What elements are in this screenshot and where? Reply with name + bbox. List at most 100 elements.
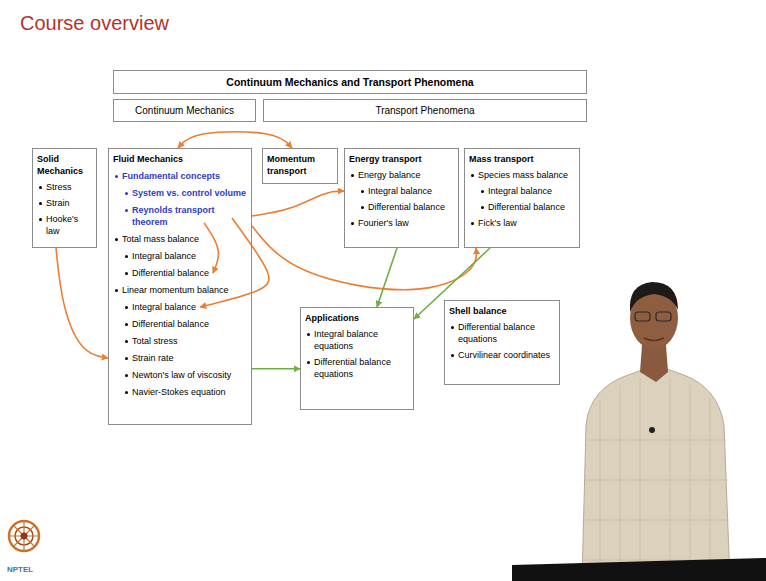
bullet-dot bbox=[125, 340, 128, 343]
box-heading: Solid Mechanics bbox=[37, 153, 92, 177]
list-row: Differential balance equations bbox=[449, 321, 555, 345]
list-item: Fick's law bbox=[478, 217, 517, 229]
bullet-dot bbox=[481, 190, 484, 193]
presenter bbox=[582, 282, 730, 581]
list-row: Differential balance bbox=[469, 201, 575, 213]
bullet-dot bbox=[471, 222, 474, 225]
shirt-check bbox=[584, 378, 730, 581]
list-row: Integral balance bbox=[349, 185, 454, 197]
list-row: Linear momentum balance bbox=[113, 284, 247, 296]
label-holder: NPTEL bbox=[7, 558, 33, 576]
list-row: Curvilinear coordinates bbox=[449, 349, 555, 361]
category-bar: Transport Phenomena bbox=[263, 99, 587, 122]
category-bar: Continuum Mechanics and Transport Phenom… bbox=[113, 70, 587, 94]
list-row: System vs. control volume bbox=[113, 187, 247, 199]
connector-arrow bbox=[178, 132, 292, 148]
list-row: Differential balance bbox=[349, 201, 454, 213]
list-item: Linear momentum balance bbox=[122, 284, 229, 296]
connector-arrow bbox=[252, 191, 344, 216]
topic-box: Energy transportEnergy balanceIntegral b… bbox=[344, 148, 459, 248]
list-row: Integral balance bbox=[113, 301, 247, 313]
bullet-dot bbox=[125, 192, 128, 195]
logo-label: NPTEL bbox=[7, 565, 33, 574]
bullet-dot bbox=[125, 255, 128, 258]
bullet-dot bbox=[481, 206, 484, 209]
list-row: Fundamental concepts bbox=[113, 170, 247, 182]
list-row: Stress bbox=[37, 181, 92, 193]
list-row: Total mass balance bbox=[113, 233, 247, 245]
bullet-dot bbox=[125, 357, 128, 360]
list-item: Differential balance bbox=[132, 318, 209, 330]
list-item: Fourier's law bbox=[358, 217, 409, 229]
list-row: Strain bbox=[37, 197, 92, 209]
bullet-dot bbox=[361, 206, 364, 209]
list-row: Shell balance bbox=[449, 305, 555, 317]
list-row: Mass transport bbox=[469, 153, 575, 165]
presenter-glasses bbox=[635, 312, 650, 321]
list-item: Strain bbox=[46, 197, 70, 209]
list-item: Total mass balance bbox=[122, 233, 199, 245]
presenter-mouth bbox=[644, 338, 664, 341]
bullet-dot bbox=[471, 174, 474, 177]
list-row: Fluid Mechanics bbox=[113, 153, 247, 165]
list-item: Integral balance bbox=[488, 185, 552, 197]
nptel-logo bbox=[9, 521, 39, 551]
logo-center bbox=[21, 533, 28, 540]
title-holder: Course overview bbox=[20, 12, 169, 35]
presenter-hair bbox=[630, 282, 678, 312]
bullet-dot bbox=[451, 354, 454, 357]
list-item: Integral balance bbox=[132, 301, 196, 313]
list-item: System vs. control volume bbox=[132, 187, 246, 199]
bullet-dot bbox=[361, 190, 364, 193]
topic-box: Momentum transport bbox=[262, 148, 338, 184]
list-row: Hooke's law bbox=[37, 213, 92, 237]
list-item: Stress bbox=[46, 181, 72, 193]
bar-title: Continuum Mechanics and Transport Phenom… bbox=[226, 76, 473, 88]
bar-title: Transport Phenomena bbox=[375, 105, 474, 116]
list-row: Differential balance equations bbox=[305, 356, 409, 380]
list-row: Differential balance bbox=[113, 318, 247, 330]
bullet-dot bbox=[125, 323, 128, 326]
list-item: Hooke's law bbox=[46, 213, 92, 237]
list-row: Momentum transport bbox=[267, 153, 333, 177]
list-item: Reynolds transport theorem bbox=[132, 204, 228, 228]
list-row: Reynolds transport theorem bbox=[113, 204, 247, 228]
list-row: Solid Mechanics bbox=[37, 153, 92, 177]
presenter-neck bbox=[640, 345, 668, 382]
bullet-dot bbox=[307, 333, 310, 336]
topic-box: Solid MechanicsStressStrainHooke's law bbox=[32, 148, 97, 248]
box-heading: Energy transport bbox=[349, 153, 422, 165]
box-heading: Fluid Mechanics bbox=[113, 153, 183, 165]
topic-box: ApplicationsIntegral balance equationsDi… bbox=[300, 307, 414, 410]
connector-arrow bbox=[377, 248, 397, 307]
box-heading: Mass transport bbox=[469, 153, 534, 165]
list-item: Integral balance equations bbox=[314, 328, 409, 352]
list-row: Total stress bbox=[113, 335, 247, 347]
topic-box: Fluid MechanicsFundamental conceptsSyste… bbox=[108, 148, 252, 425]
leader-arrow bbox=[204, 223, 218, 273]
list-row: Fick's law bbox=[469, 217, 575, 229]
bullet-dot bbox=[115, 175, 118, 178]
list-row: Energy transport bbox=[349, 153, 454, 165]
presenter-shirt bbox=[582, 368, 730, 581]
list-item: Differential balance bbox=[132, 267, 209, 279]
bullet-dot bbox=[115, 289, 118, 292]
list-item: Integral balance bbox=[132, 250, 196, 262]
list-item: Total stress bbox=[132, 335, 178, 347]
list-item: Differential balance bbox=[368, 201, 445, 213]
connector-group bbox=[56, 132, 490, 369]
topic-box: Mass transportSpecies mass balanceIntegr… bbox=[464, 148, 580, 248]
list-item: Integral balance bbox=[368, 185, 432, 197]
list-row: Integral balance equations bbox=[305, 328, 409, 352]
connector-arrow bbox=[252, 368, 300, 370]
list-row: Strain rate bbox=[113, 352, 247, 364]
bullet-dot bbox=[115, 238, 118, 241]
logo-spokes bbox=[9, 521, 39, 551]
box-heading: Applications bbox=[305, 312, 359, 324]
box-heading: Momentum transport bbox=[267, 153, 333, 177]
list-row: Integral balance bbox=[469, 185, 575, 197]
bullet-dot bbox=[351, 174, 354, 177]
connector-arrow bbox=[252, 226, 476, 290]
list-item: Differential balance equations bbox=[458, 321, 555, 345]
